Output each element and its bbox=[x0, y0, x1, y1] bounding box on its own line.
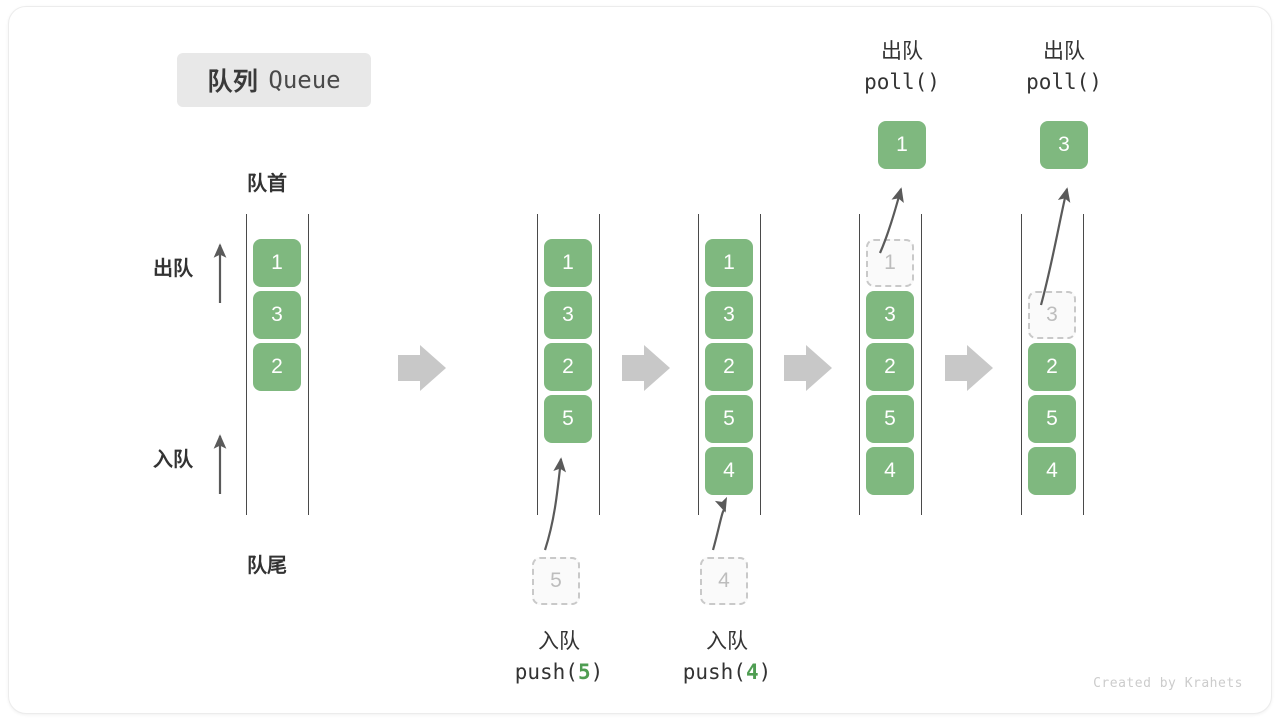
rail-left bbox=[1021, 214, 1022, 515]
rail-left bbox=[859, 214, 860, 515]
queue-cell: 1 bbox=[544, 239, 592, 287]
rail-right bbox=[599, 214, 600, 515]
rail-right bbox=[1083, 214, 1084, 515]
push-4-arg: 4 bbox=[745, 660, 759, 685]
queue-cell: 4 bbox=[866, 447, 914, 495]
credit-text: Created by Krahets bbox=[1093, 676, 1243, 691]
push-4-label: 入队 push(4) bbox=[637, 627, 817, 688]
poll-1-label: 出队 poll() bbox=[822, 37, 982, 98]
queue-cell: 5 bbox=[1028, 395, 1076, 443]
push-4-label-cn: 入队 bbox=[706, 630, 748, 653]
queue-cell: 5 bbox=[866, 395, 914, 443]
queue-cell: 3 bbox=[866, 291, 914, 339]
queue-cell: 5 bbox=[544, 395, 592, 443]
push-4-fn: push( bbox=[682, 660, 746, 685]
push-4-arrow bbox=[711, 496, 727, 551]
queue-cell: 2 bbox=[253, 343, 301, 391]
rail-right bbox=[760, 214, 761, 515]
queue-cell: 4 bbox=[1028, 447, 1076, 495]
queue-cell: 4 bbox=[705, 447, 753, 495]
poll-3-arrow bbox=[1039, 187, 1071, 306]
queue-cell: 3 bbox=[544, 291, 592, 339]
enqueue-side-label: 入队 bbox=[153, 449, 193, 471]
popped-element: 1 bbox=[878, 121, 926, 169]
rail-right bbox=[921, 214, 922, 515]
push-5-fn-end: ) bbox=[590, 660, 604, 685]
poll-3-label-cn: 出队 bbox=[1043, 40, 1085, 63]
queue-cell: 1 bbox=[705, 239, 753, 287]
incoming-element: 4 bbox=[700, 557, 748, 605]
push-5-label-code: push(5) bbox=[469, 657, 649, 687]
popped-element: 3 bbox=[1040, 121, 1088, 169]
push-5-fn: push( bbox=[514, 660, 578, 685]
queue-rear-label: 队尾 bbox=[247, 555, 287, 577]
rail-left bbox=[698, 214, 699, 515]
incoming-element: 5 bbox=[532, 557, 580, 605]
queue-cell: 2 bbox=[1028, 343, 1076, 391]
step-arrow-4 bbox=[945, 345, 993, 391]
queue-cell-ghost: 3 bbox=[1028, 291, 1076, 339]
rail-right bbox=[308, 214, 309, 515]
push-5-arg: 5 bbox=[577, 660, 591, 685]
title-badge: 队列 Queue bbox=[177, 53, 371, 107]
push-5-arrow bbox=[543, 457, 567, 551]
diagram-card: 队列 Queue 队首 队尾 出队 入队 1 3 2 1 3 2 5 5 入队 … bbox=[8, 6, 1272, 714]
queue-cell: 3 bbox=[705, 291, 753, 339]
rail-left bbox=[246, 214, 247, 515]
poll-1-label-cn: 出队 bbox=[881, 40, 923, 63]
step-arrow-1 bbox=[398, 345, 446, 391]
dequeue-side-label: 出队 bbox=[153, 258, 193, 280]
queue-cell: 2 bbox=[544, 343, 592, 391]
poll-1-label-code: poll() bbox=[864, 70, 940, 95]
queue-cell: 3 bbox=[253, 291, 301, 339]
queue-cell: 2 bbox=[866, 343, 914, 391]
push-5-label: 入队 push(5) bbox=[469, 627, 649, 688]
step-arrow-2 bbox=[622, 345, 670, 391]
queue-cell-ghost: 1 bbox=[866, 239, 914, 287]
title-cn: 队列 bbox=[207, 68, 259, 96]
push-5-label-cn: 入队 bbox=[538, 630, 580, 653]
push-4-fn-end: ) bbox=[758, 660, 772, 685]
poll-3-label-code: poll() bbox=[1026, 70, 1102, 95]
rail-left bbox=[537, 214, 538, 515]
queue-front-label: 队首 bbox=[247, 173, 287, 195]
queue-cell: 1 bbox=[253, 239, 301, 287]
step-arrow-3 bbox=[784, 345, 832, 391]
queue-cell: 2 bbox=[705, 343, 753, 391]
push-4-label-code: push(4) bbox=[637, 657, 817, 687]
queue-cell: 5 bbox=[705, 395, 753, 443]
title-en: Queue bbox=[268, 66, 341, 94]
poll-3-label: 出队 poll() bbox=[984, 37, 1144, 98]
